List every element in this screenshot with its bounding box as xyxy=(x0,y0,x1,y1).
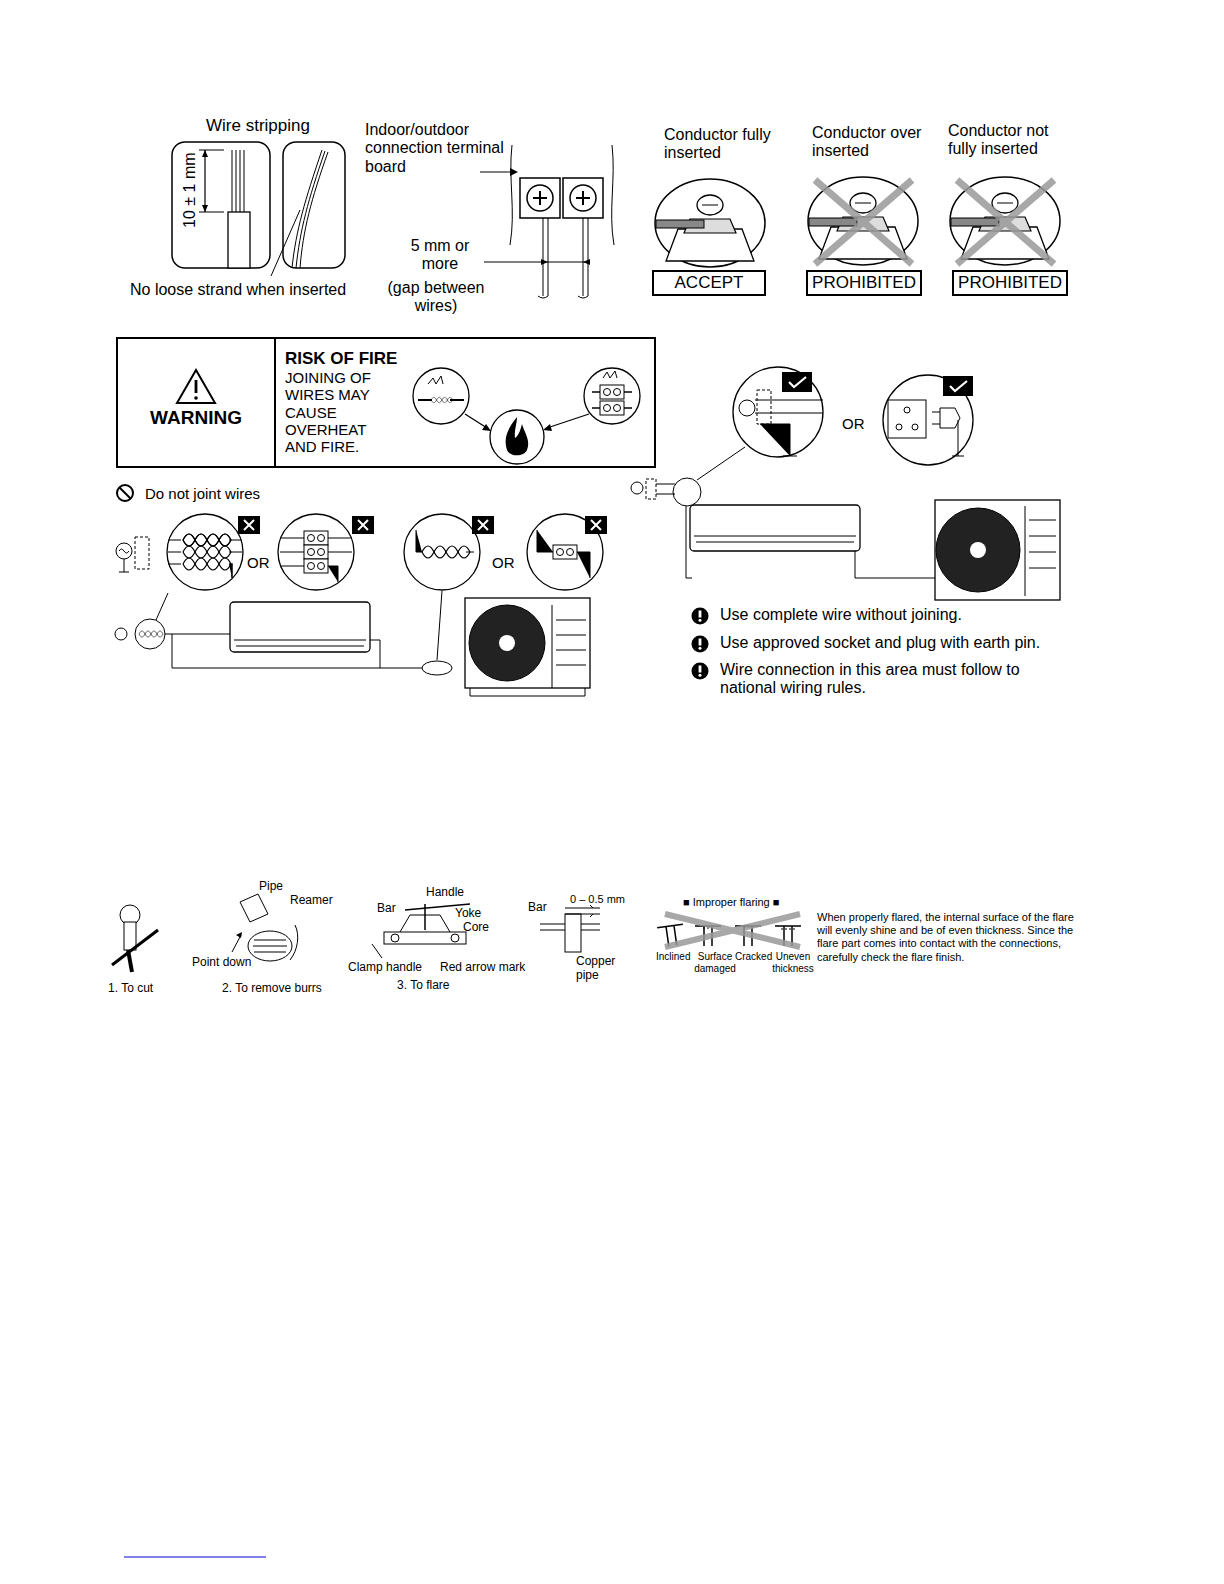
box-label: ACCEPT xyxy=(675,274,744,293)
caption: Conductor fully inserted xyxy=(664,126,789,163)
part-name: Reamer xyxy=(290,894,333,908)
divider xyxy=(274,339,276,466)
or-label: OR xyxy=(492,554,515,571)
part-name: Red arrow mark xyxy=(440,961,525,975)
defect-label: Surface damaged xyxy=(693,951,737,974)
heading: ■ Improper flaring ■ xyxy=(683,896,779,909)
defect-label: Uneven thickness xyxy=(770,951,816,974)
defect-label: Inclined xyxy=(656,951,690,963)
dimension: 10 ± 1 mm xyxy=(181,140,199,240)
accept-box: ACCEPT xyxy=(652,270,766,296)
step-label: 2. To remove burrs xyxy=(222,982,322,996)
instruction: Use complete wire without joining. xyxy=(720,606,962,624)
note: (gap between wires) xyxy=(378,279,494,316)
caption: Conductor not fully inserted xyxy=(948,122,1078,159)
title-label: Wire stripping xyxy=(206,116,310,136)
part-name: Bar xyxy=(377,902,396,916)
part-name: Core xyxy=(463,921,489,935)
instruction: Use approved socket and plug with earth … xyxy=(720,634,1040,652)
warning-word: WARNING xyxy=(118,407,274,429)
instruction: Wire connection in this area must follow… xyxy=(720,661,1070,698)
or-label: OR xyxy=(842,415,865,432)
step-label: 3. To flare xyxy=(397,979,449,993)
part-name: Yoke xyxy=(455,907,481,921)
prohibited-box: PROHIBITED xyxy=(952,270,1068,296)
part-name: Clamp handle xyxy=(348,961,422,975)
step-label: 1. To cut xyxy=(108,982,153,996)
note: Do not joint wires xyxy=(145,485,260,502)
part-name: Indoor/outdoor connection terminal board xyxy=(365,121,510,176)
warning-box: WARNING RISK OF FIREJOINING OF WIRES MAY … xyxy=(116,337,656,468)
part-name: Bar xyxy=(528,901,547,915)
warning-body: JOINING OF WIRES MAY CAUSE OVERHEAT AND … xyxy=(285,369,385,455)
caption: Conductor over inserted xyxy=(812,124,937,161)
or-label: OR xyxy=(247,554,270,571)
defect-label: Cracked xyxy=(735,951,772,963)
paragraph: When properly flared, the internal surfa… xyxy=(817,911,1075,964)
box-label: PROHIBITED xyxy=(812,274,916,293)
note: No loose strand when inserted xyxy=(130,281,346,299)
part-name: Pipe xyxy=(259,880,283,894)
warning-heading: RISK OF FIRE xyxy=(285,349,397,369)
dimension: 0 – 0.5 mm xyxy=(570,893,625,906)
prohibited-box: PROHIBITED xyxy=(806,270,922,296)
box-label: PROHIBITED xyxy=(958,274,1062,293)
note: Point down xyxy=(192,956,251,970)
part-name: Handle xyxy=(426,886,464,900)
part-name: Copper pipe xyxy=(576,955,626,983)
dimension: 5 mm or more xyxy=(400,237,480,274)
